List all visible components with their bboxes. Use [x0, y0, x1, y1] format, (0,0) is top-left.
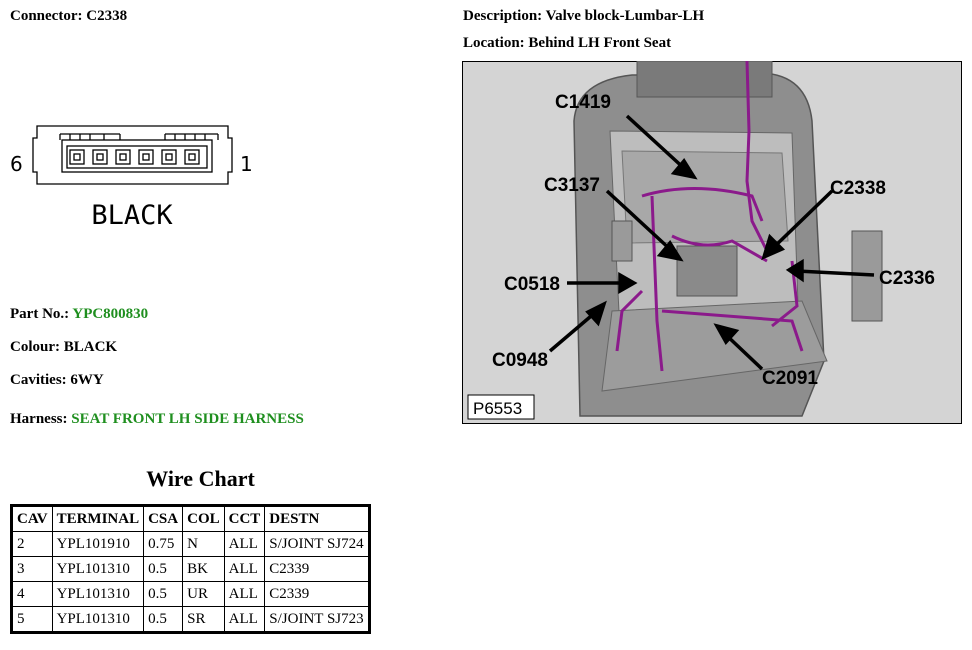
description-label: Description:: [463, 8, 543, 24]
callout-arrows: [548, 114, 875, 371]
harness-field: Harness: SEAT FRONT LH SIDE HARNESS: [10, 411, 304, 428]
callout-c3137: C3137: [544, 175, 600, 196]
description-value: Valve block-Lumbar-LH: [545, 8, 705, 24]
callout-c1419: C1419: [555, 92, 611, 113]
header-col: COL: [182, 505, 225, 532]
harness-value[interactable]: SEAT FRONT LH SIDE HARNESS: [71, 411, 304, 427]
cell-destn: C2339: [264, 581, 370, 607]
colour-label: Colour:: [10, 339, 60, 355]
cell-destn: C2339: [264, 556, 370, 582]
cell-csa: 0.5: [143, 581, 184, 607]
callout-labels: C1419 C3137 C2338 C0518 C2336 C0948 C209…: [492, 92, 935, 389]
location-field: Location: Behind LH Front Seat: [463, 35, 671, 52]
cell-csa: 0.75: [143, 531, 184, 557]
cell-cav: 5: [11, 606, 53, 633]
cell-csa: 0.5: [143, 606, 184, 633]
callout-c0948: C0948: [492, 350, 548, 371]
header-terminal: TERMINAL: [51, 505, 145, 532]
header-cav: CAV: [11, 505, 53, 532]
colour-value: BLACK: [63, 339, 118, 355]
table-header-row: CAV TERMINAL CSA COL CCT DESTN: [11, 505, 370, 532]
table-row: 4 YPL101310 0.5 UR ALL C2339: [11, 581, 370, 607]
photo-ref: P6553: [473, 399, 522, 418]
colour-field: Colour: BLACK: [10, 339, 117, 356]
cavity-grid: [69, 149, 200, 165]
table-row: 5 YPL101310 0.5 SR ALL S/JOINT SJ723: [11, 606, 370, 633]
harness-wiring: [615, 61, 804, 372]
location-label: Location:: [463, 35, 525, 51]
cell-csa: 0.5: [143, 556, 184, 582]
cell-cct: ALL: [223, 581, 266, 607]
connector-field: Connector: C2338: [10, 8, 127, 25]
pin-label-left: 6: [10, 152, 23, 176]
cell-terminal: YPL101310: [51, 556, 145, 582]
cell-cav: 4: [11, 581, 53, 607]
header-csa: CSA: [143, 505, 184, 532]
cell-cav: 2: [11, 531, 53, 557]
cell-col: N: [182, 531, 225, 557]
table-row: 2 YPL101910 0.75 N ALL S/JOINT SJ724: [11, 531, 370, 557]
part-no-value[interactable]: YPC800830: [72, 306, 149, 322]
cell-cav: 3: [11, 556, 53, 582]
cell-cct: ALL: [223, 531, 266, 557]
description-field: Description: Valve block-Lumbar-LH: [463, 8, 704, 25]
harness-label: Harness:: [10, 411, 68, 427]
cell-terminal: YPL101310: [51, 606, 145, 633]
wire-chart-title: Wire Chart: [146, 466, 255, 491]
connector-housing: [32, 125, 233, 185]
cell-destn: S/JOINT SJ724: [264, 531, 370, 557]
callout-c0518: C0518: [504, 274, 560, 295]
cell-cct: ALL: [223, 556, 266, 582]
callout-c2336: C2336: [879, 268, 935, 289]
wire-chart-table: CAV TERMINAL CSA COL CCT DESTN 2 YPL1019…: [10, 504, 371, 634]
connector-colour-caption: BLACK: [91, 200, 173, 231]
connector-label: Connector:: [10, 8, 83, 24]
cell-col: SR: [182, 606, 225, 633]
photo-ref-box: [467, 394, 535, 420]
header-destn: DESTN: [264, 505, 370, 532]
cell-cct: ALL: [223, 606, 266, 633]
connector-face-diagram: 6 1 BLACK: [10, 125, 253, 231]
callout-c2091: C2091: [762, 368, 818, 389]
cell-terminal: YPL101910: [51, 531, 145, 557]
cell-col: BK: [182, 556, 225, 582]
location-value: Behind LH Front Seat: [528, 35, 672, 51]
header-cct: CCT: [223, 505, 266, 532]
part-no-label: Part No.:: [10, 306, 70, 322]
cavities-label: Cavities:: [10, 372, 67, 388]
cell-col: UR: [182, 581, 225, 607]
location-photo: C1419 C3137 C2338 C0518 C2336 C0948 C209…: [462, 61, 962, 424]
pin-label-right: 1: [240, 152, 253, 176]
cavities-value: 6WY: [70, 372, 104, 388]
callout-c2338: C2338: [830, 178, 886, 199]
cell-destn: S/JOINT SJ723: [264, 606, 370, 633]
table-row: 3 YPL101310 0.5 BK ALL C2339: [11, 556, 370, 582]
connector-value: C2338: [86, 8, 128, 24]
cavities-field: Cavities: 6WY: [10, 372, 104, 389]
part-no-field: Part No.: YPC800830: [10, 306, 148, 323]
cell-terminal: YPL101310: [51, 581, 145, 607]
